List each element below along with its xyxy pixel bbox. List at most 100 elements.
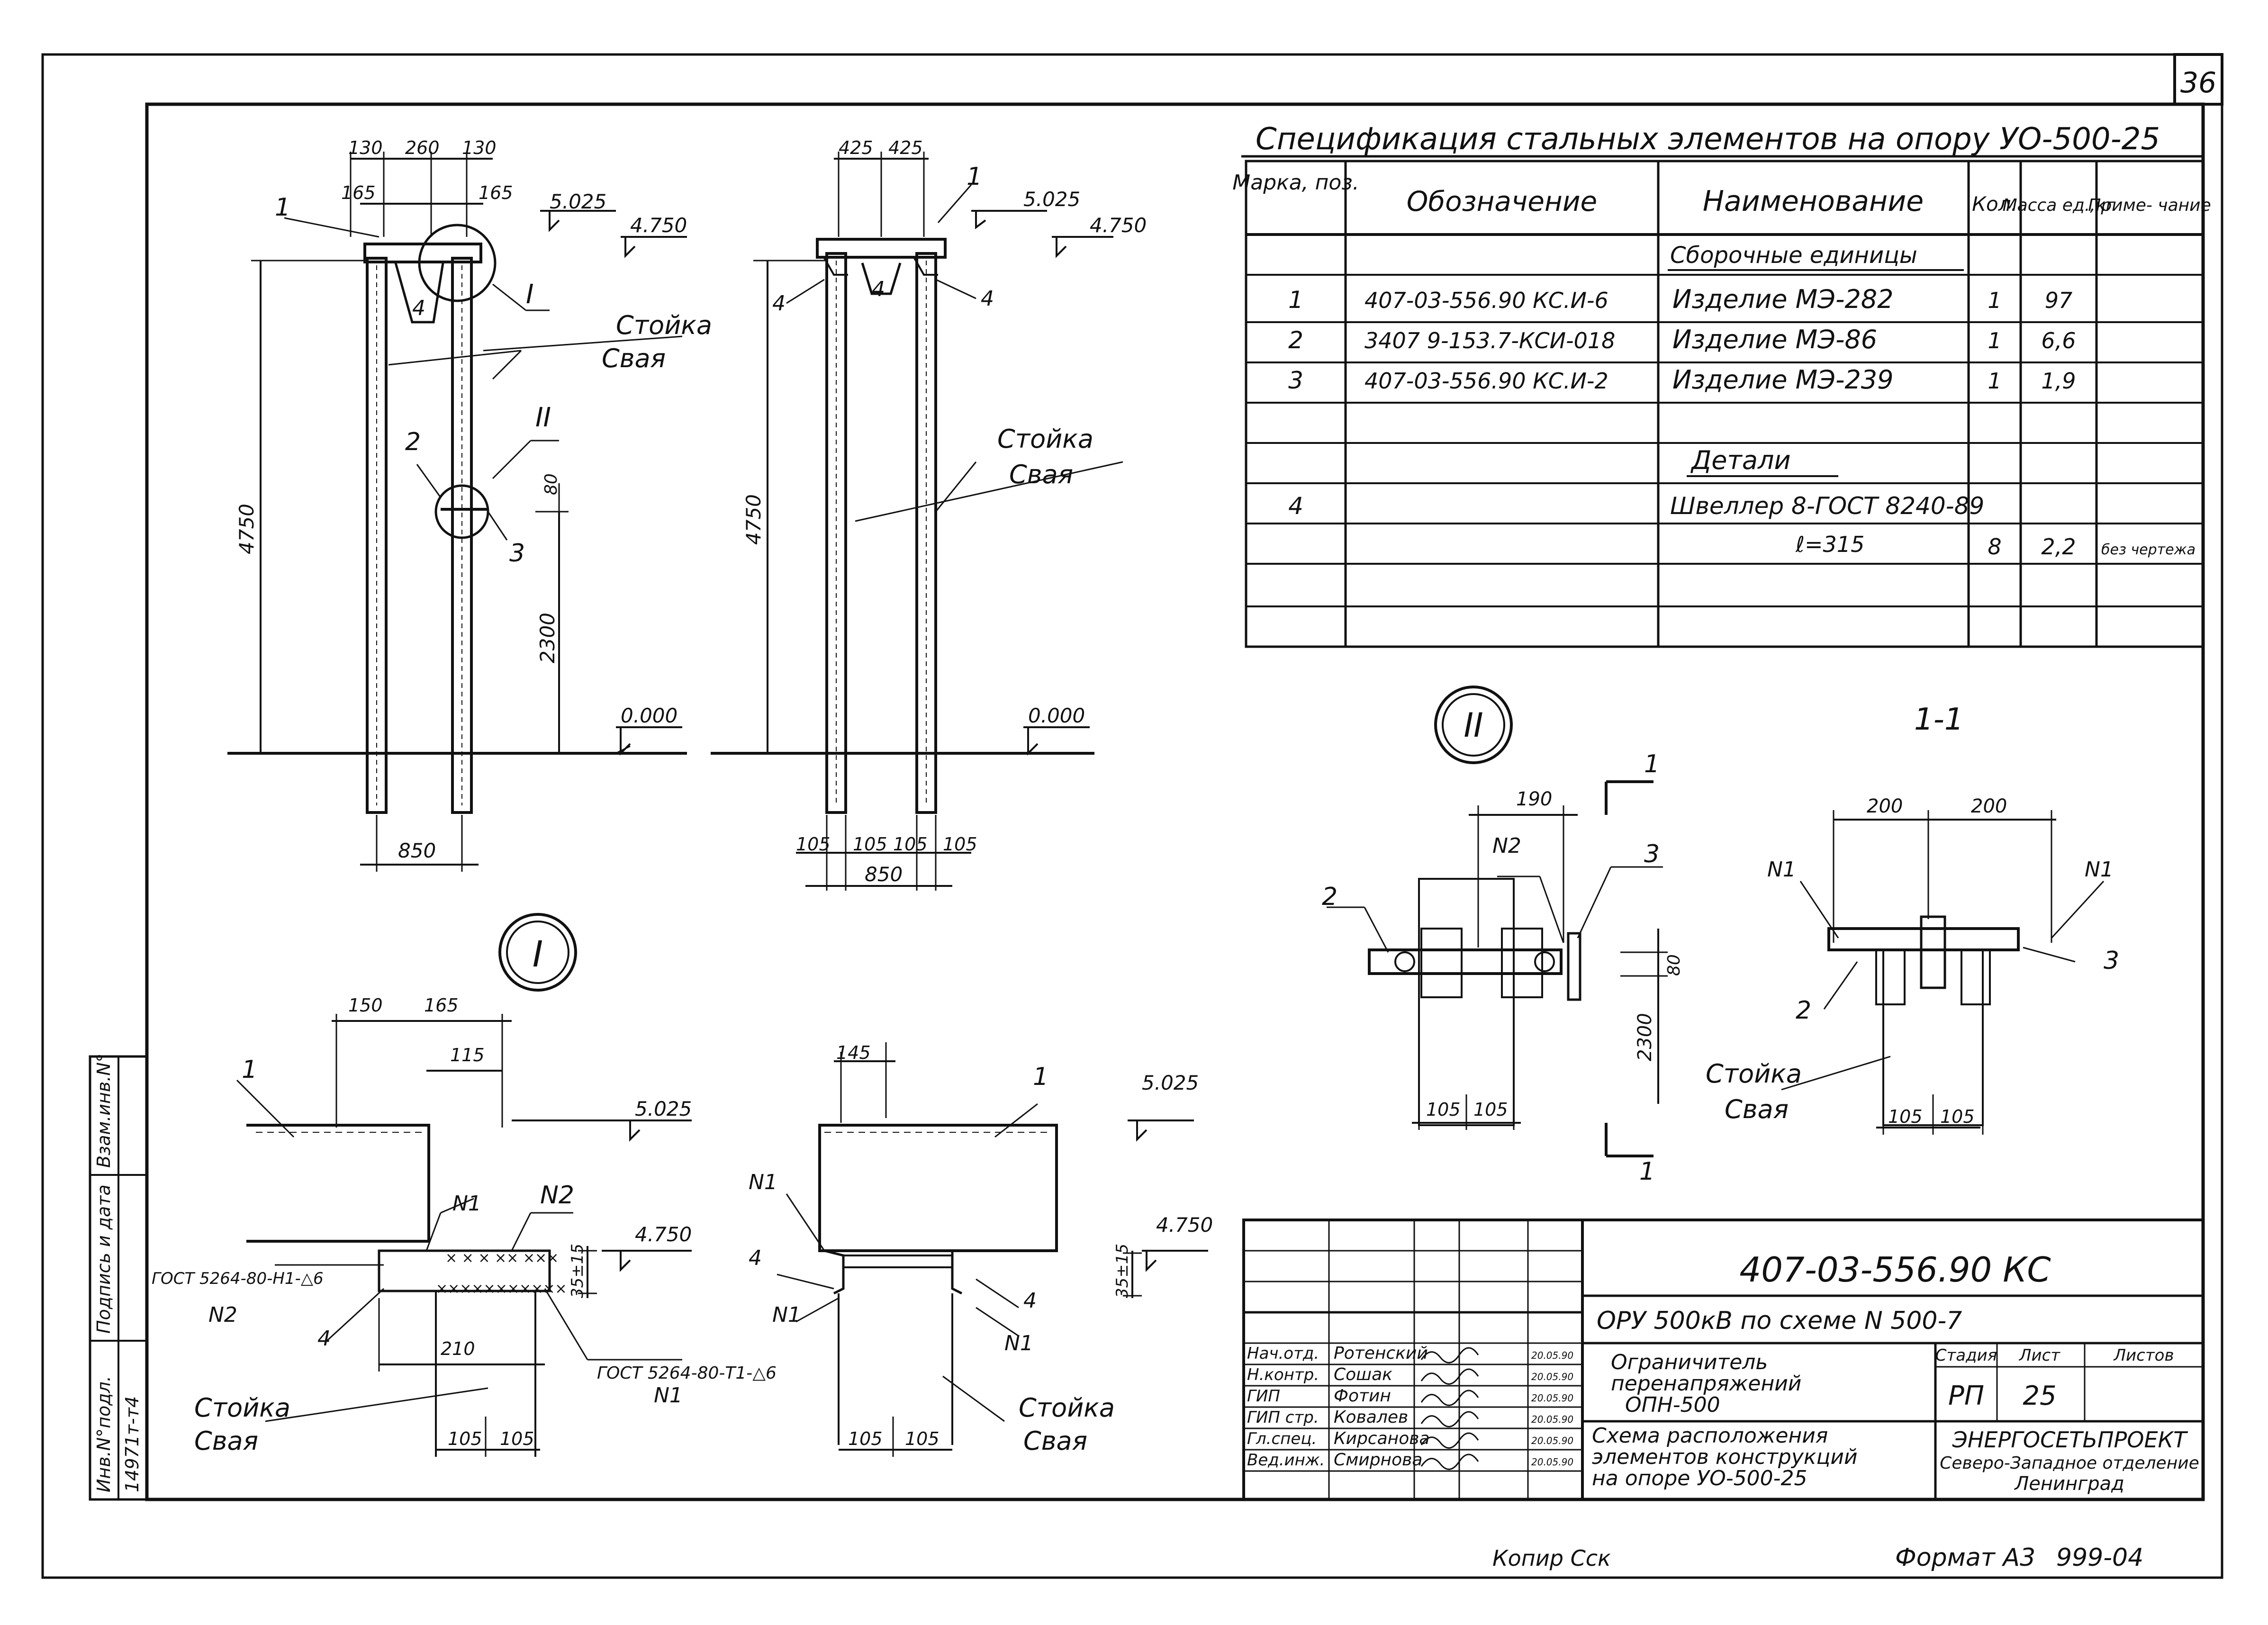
title-block: 407-03-556.90 КС ОРУ 500кВ по схеме N 50… bbox=[1242, 1219, 2205, 1501]
group-details: Детали bbox=[1690, 445, 1791, 475]
view-side-labels: 425 425 1 5.025 4.750 4 4 4 Стойка Свая … bbox=[742, 137, 1147, 886]
svg-text:Ленинград: Ленинград bbox=[2014, 1473, 2124, 1495]
section-1-1 bbox=[1781, 810, 2105, 1135]
svg-text:425: 425 bbox=[888, 137, 923, 158]
svg-text:Гл.спец.: Гл.спец. bbox=[1247, 1429, 1317, 1448]
node-ref-II: II bbox=[535, 402, 551, 433]
svg-text:20.05.90: 20.05.90 bbox=[1531, 1456, 1573, 1468]
svg-text:Фотин: Фотин bbox=[1334, 1386, 1391, 1406]
svg-text:200: 200 bbox=[1867, 795, 1903, 817]
svg-text:3: 3 bbox=[509, 539, 525, 568]
svg-text:200: 200 bbox=[1971, 795, 2007, 817]
sheet-number-box bbox=[2173, 53, 2223, 106]
svg-text:145: 145 bbox=[836, 1042, 871, 1063]
svg-text:1: 1 bbox=[1288, 286, 1303, 314]
svg-text:элементов конструкций: элементов конструкций bbox=[1592, 1445, 1858, 1469]
svg-text:1: 1 bbox=[1644, 750, 1660, 778]
side-stamp: Взам.инв.N° Подпись и дата Инв.N°подл. 1… bbox=[89, 1053, 148, 1501]
sign-date-label: Подпись и дата bbox=[93, 1184, 114, 1334]
svg-text:4750: 4750 bbox=[235, 504, 258, 554]
svg-text:N2: N2 bbox=[540, 1181, 574, 1210]
svg-text:20.05.90: 20.05.90 bbox=[1531, 1414, 1573, 1425]
section-1-1-labels: 1-1 200 200 N1 N1 2 3 Стойка Свая 105 10… bbox=[1706, 702, 2119, 1127]
spec-title: Спецификация стальных элементов на опору… bbox=[1256, 122, 2160, 157]
svg-text:Стойка: Стойка bbox=[1019, 1393, 1115, 1423]
hdr-mass: Масса ед.,кг bbox=[2003, 196, 2115, 215]
spec-table: Спецификация стальных элементов на опору… bbox=[1232, 122, 2211, 648]
svg-text:N1: N1 bbox=[772, 1303, 801, 1327]
svg-text:2: 2 bbox=[1288, 326, 1303, 354]
sheet-number: 36 bbox=[2180, 66, 2216, 99]
outer-frame bbox=[41, 53, 2223, 1579]
svg-text:3: 3 bbox=[1644, 840, 1660, 868]
svg-text:850: 850 bbox=[398, 839, 436, 862]
svg-text:105: 105 bbox=[943, 834, 977, 855]
node-I-side-labels: 145 1 5.025 N1 4.750 4 N1 4 N1 35±15 Сто… bbox=[749, 1042, 1213, 1456]
svg-text:Сошак: Сошак bbox=[1334, 1365, 1392, 1384]
svg-text:115: 115 bbox=[450, 1045, 485, 1065]
archive-number: 999-04 bbox=[2056, 1544, 2143, 1572]
inv-label: Инв.N°подл. bbox=[93, 1376, 114, 1492]
svg-text:4: 4 bbox=[749, 1246, 762, 1270]
svg-text:2,2: 2,2 bbox=[2041, 534, 2076, 560]
svg-text:3: 3 bbox=[1288, 367, 1303, 394]
svg-text:Швеллер 8-ГОСТ 8240-89: Швеллер 8-ГОСТ 8240-89 bbox=[1670, 492, 1984, 520]
svg-text:N1: N1 bbox=[452, 1192, 481, 1216]
svg-text:1,9: 1,9 bbox=[2041, 368, 2076, 394]
svg-text:0.000: 0.000 bbox=[621, 704, 678, 727]
svg-text:407-03-556.90 КС.И-2: 407-03-556.90 КС.И-2 bbox=[1364, 368, 1608, 394]
svg-text:20.05.90: 20.05.90 bbox=[1531, 1371, 1573, 1382]
svg-text:4: 4 bbox=[1023, 1289, 1037, 1313]
svg-text:Смирнова: Смирнова bbox=[1334, 1450, 1422, 1470]
svg-text:Н.контр.: Н.контр. bbox=[1247, 1365, 1319, 1384]
svg-text:1: 1 bbox=[1988, 288, 2001, 313]
svg-text:Изделие МЭ-239: Изделие МЭ-239 bbox=[1672, 365, 1894, 395]
format-label: Формат А3 bbox=[1895, 1544, 2035, 1572]
hdr-designation: Обозначение bbox=[1407, 185, 1597, 217]
node-II-labels: II 190 N2 1 1 2 3 80 2300 105 105 bbox=[1322, 706, 1684, 1186]
svg-text:150: 150 bbox=[348, 995, 383, 1016]
svg-text:3: 3 bbox=[2104, 947, 2119, 975]
svg-text:4: 4 bbox=[981, 287, 994, 311]
hdr-qty: Кол. bbox=[1972, 192, 2017, 216]
svg-text:Свая: Свая bbox=[602, 343, 666, 373]
svg-text:4.750: 4.750 bbox=[1090, 214, 1147, 237]
node-I-labels: I 150 165 115 1 5.025 N2 N1 4.750 ГОСТ 5… bbox=[152, 933, 777, 1456]
svg-text:105: 105 bbox=[796, 834, 831, 855]
svg-text:105: 105 bbox=[1940, 1106, 1975, 1127]
svg-text:80: 80 bbox=[1664, 954, 1684, 976]
svg-text:1: 1 bbox=[1988, 368, 2001, 394]
spec-row-2: 2 3407 9-153.7-КСИ-018 Изделие МЭ-86 1 6… bbox=[1288, 325, 2076, 354]
svg-text:Листов: Листов bbox=[2113, 1346, 2174, 1365]
section-title: 1-1 bbox=[1914, 702, 1964, 737]
svg-text:4: 4 bbox=[412, 296, 425, 320]
view-front-labels: 130 260 130 165 165 1 5.025 4.750 4 I Ст… bbox=[235, 137, 712, 862]
svg-text:Изделие МЭ-282: Изделие МЭ-282 bbox=[1672, 284, 1894, 314]
svg-text:4: 4 bbox=[872, 277, 885, 301]
svg-text:850: 850 bbox=[865, 863, 903, 886]
svg-text:130: 130 bbox=[462, 137, 497, 158]
svg-text:2300: 2300 bbox=[536, 613, 559, 663]
svg-text:ОПН-500: ОПН-500 bbox=[1625, 1393, 1720, 1417]
svg-text:N1: N1 bbox=[1767, 858, 1796, 882]
svg-text:0.000: 0.000 bbox=[1028, 704, 1085, 727]
svg-text:425: 425 bbox=[839, 137, 873, 158]
svg-text:25: 25 bbox=[2023, 1381, 2056, 1411]
node-I-detail: × × × ×× ××× ××××××××××× bbox=[236, 913, 692, 1457]
svg-text:N1: N1 bbox=[654, 1383, 683, 1408]
svg-text:260: 260 bbox=[405, 137, 440, 158]
svg-text:3407 9-153.7-КСИ-018: 3407 9-153.7-КСИ-018 bbox=[1364, 328, 1615, 353]
svg-text:× × × ×× ×××: × × × ×× ××× bbox=[445, 1250, 559, 1266]
svg-text:4: 4 bbox=[317, 1327, 331, 1351]
svg-text:1: 1 bbox=[967, 162, 982, 191]
svg-text:165: 165 bbox=[424, 995, 459, 1016]
svg-text:Свая: Свая bbox=[194, 1426, 258, 1456]
svg-text:N1: N1 bbox=[1004, 1331, 1033, 1355]
svg-text:Ротенский: Ротенский bbox=[1334, 1344, 1428, 1363]
svg-text:5.025: 5.025 bbox=[1142, 1071, 1199, 1094]
spec-row-1: 1 407-03-556.90 КС.И-6 Изделие МЭ-282 1 … bbox=[1288, 284, 2072, 314]
svg-text:Северо-Западное отделение: Северо-Западное отделение bbox=[1940, 1453, 2199, 1473]
svg-text:105: 105 bbox=[1473, 1099, 1508, 1120]
svg-text:4.750: 4.750 bbox=[635, 1223, 692, 1246]
